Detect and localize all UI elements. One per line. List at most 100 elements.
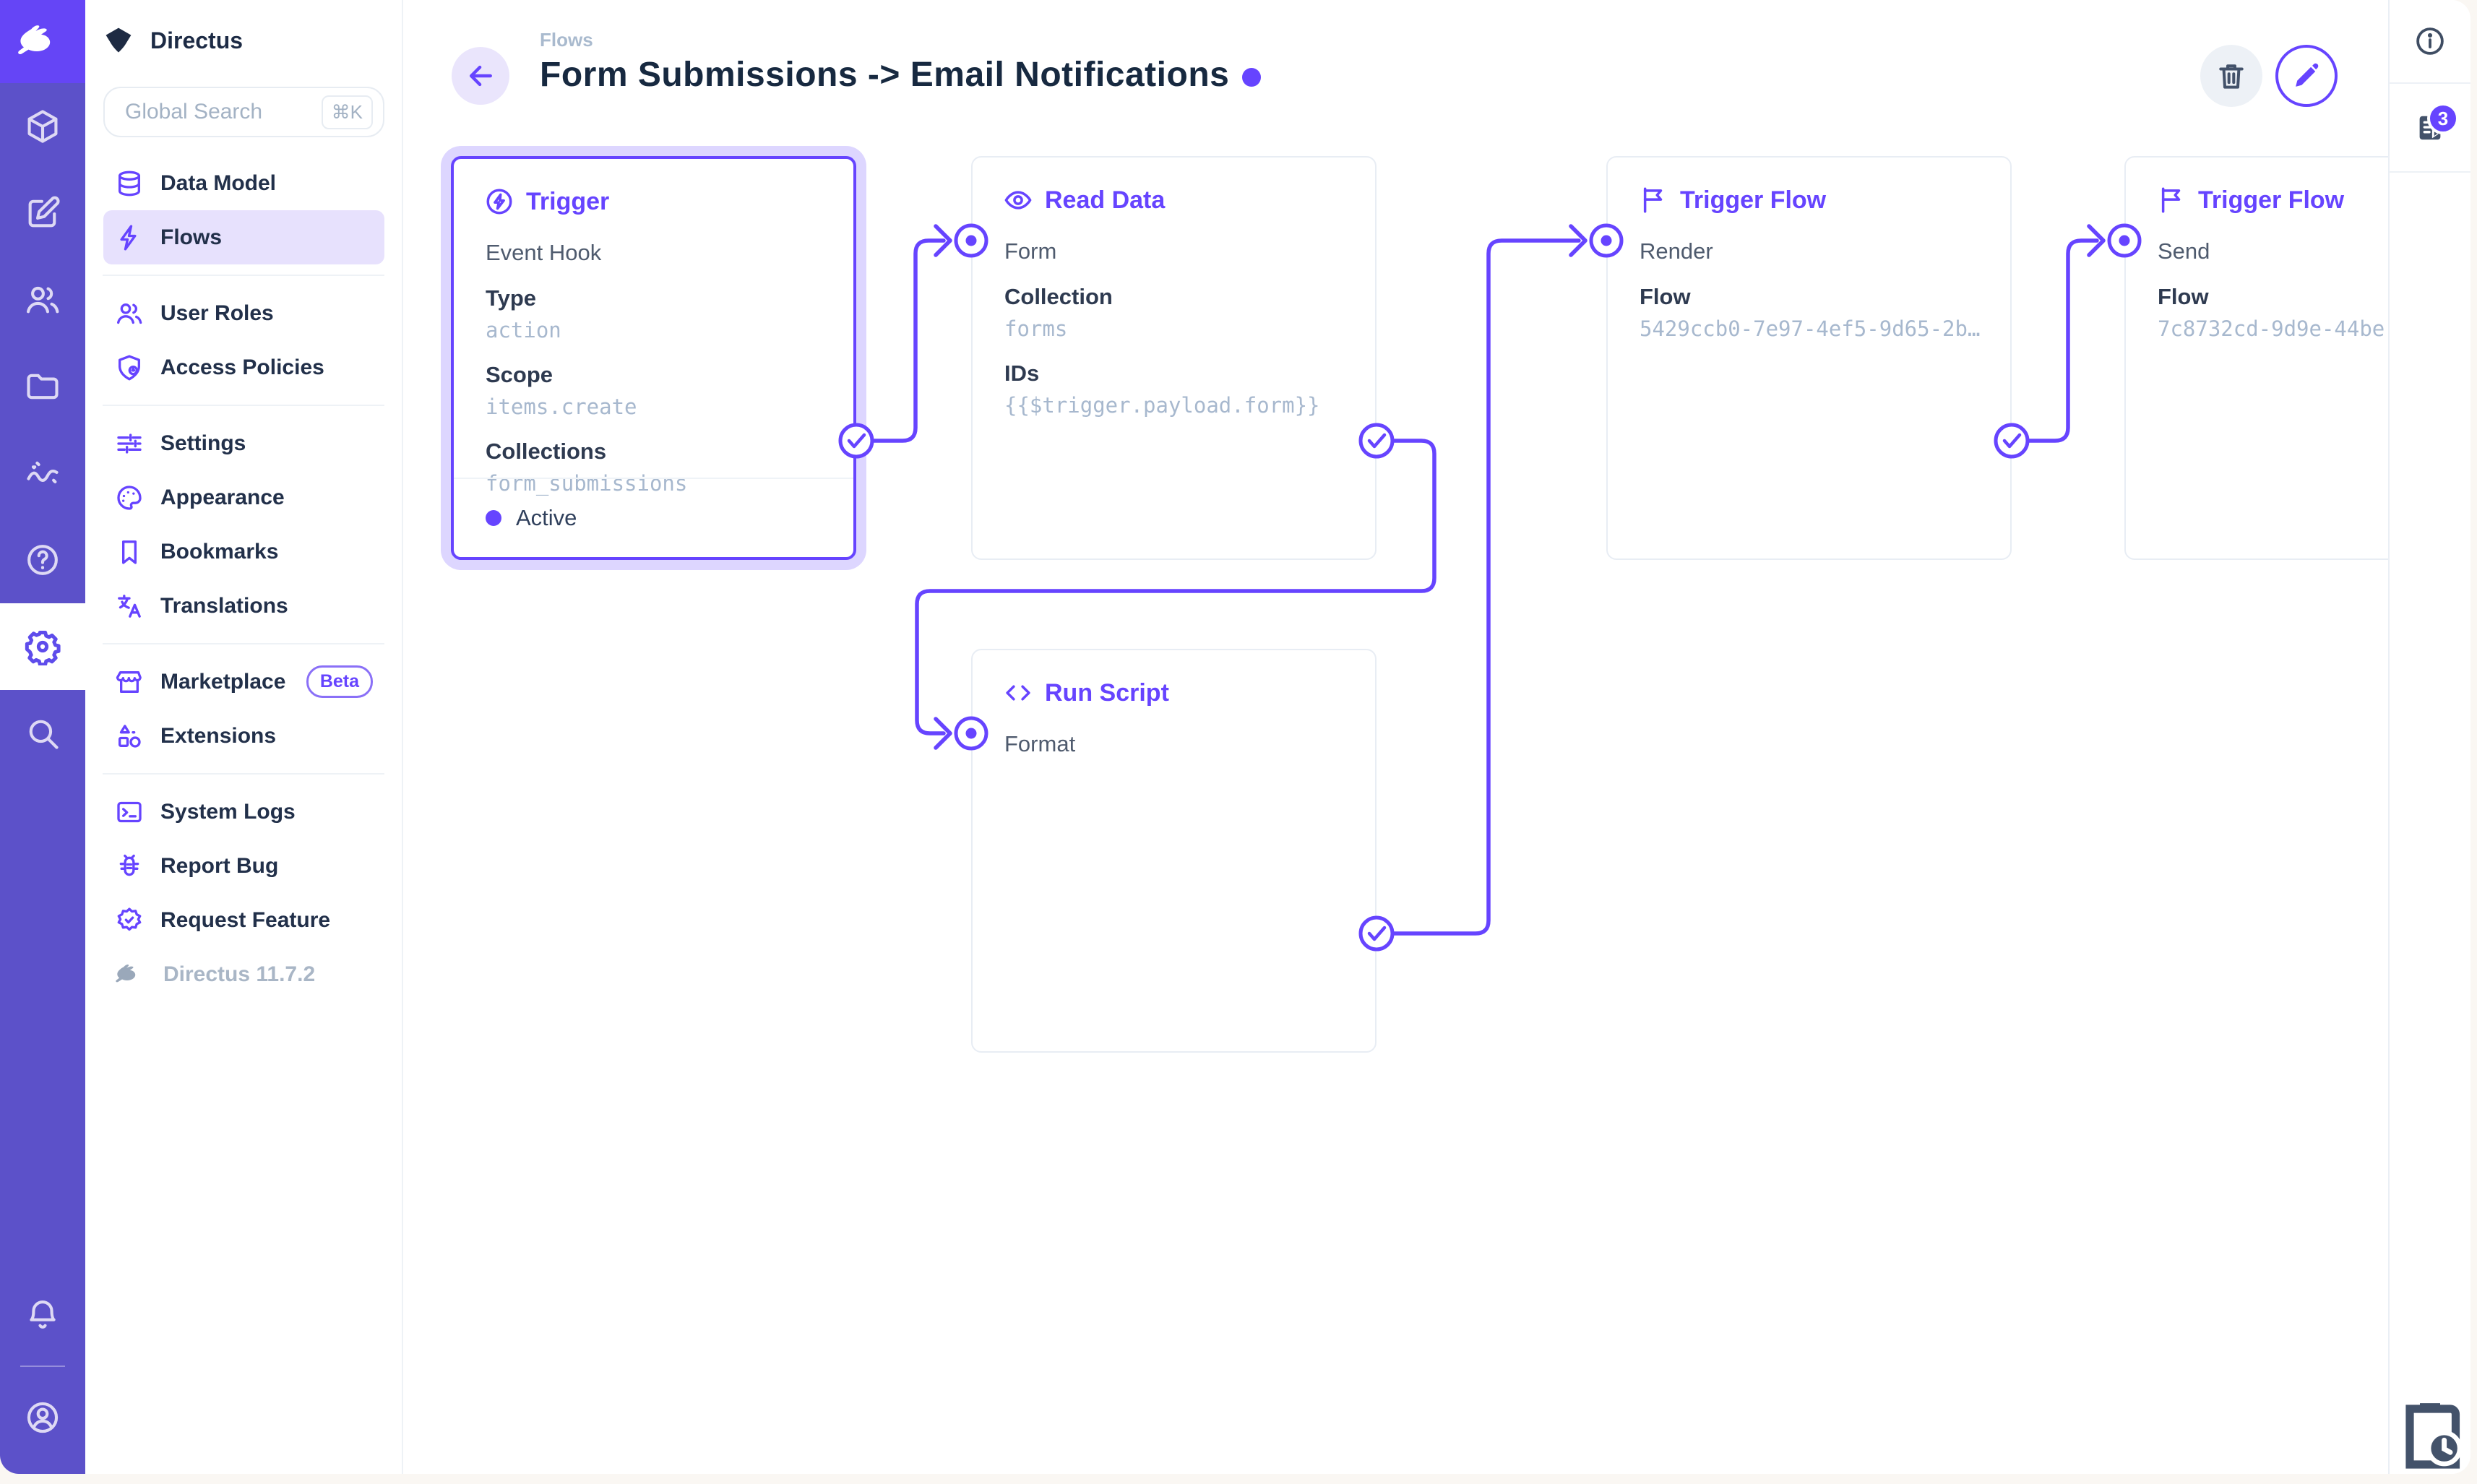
flag-icon [2161, 187, 2181, 213]
database-icon [119, 171, 140, 196]
page-title: Form Submissions -> Email Notifications [540, 56, 1230, 94]
module-settings[interactable] [0, 603, 85, 690]
bell-icon [30, 1300, 56, 1329]
nav-item-appearance[interactable]: Appearance [103, 470, 384, 525]
nav-item-system-logs[interactable]: System Logs [103, 785, 384, 839]
panel-header: Run Script [1003, 678, 1346, 708]
panel-title: Trigger [526, 187, 610, 215]
nav-item-label: Marketplace [160, 669, 286, 694]
field-value: action [486, 318, 561, 342]
field-value: items.create [486, 394, 637, 419]
project-name: Directus [150, 27, 244, 53]
panel-title: Trigger Flow [2198, 186, 2345, 214]
module-editor[interactable] [0, 170, 85, 256]
panel-run-script[interactable]: Run Script Format [971, 649, 1377, 1053]
trigger-status: Active [454, 478, 853, 557]
nav-item-report-bug[interactable]: Report Bug [103, 839, 384, 893]
module-insights[interactable] [0, 430, 85, 517]
search-shortcut: ⌘K [321, 95, 373, 129]
project-chooser[interactable]: Directus [85, 0, 402, 81]
module-docs[interactable] [0, 517, 85, 603]
gear-icon [25, 631, 61, 665]
nav-item-bookmarks[interactable]: Bookmarks [103, 525, 384, 579]
sidebar-pending-tasks-button[interactable] [2390, 1394, 2470, 1474]
translate-icon [118, 594, 141, 618]
tune-icon [117, 433, 142, 454]
notifications-bell[interactable] [0, 1272, 85, 1358]
search-icon [29, 720, 59, 749]
insights-icon [27, 461, 59, 483]
panel-trigger-flow-render[interactable]: Trigger Flow Render Flow 5429ccb0-7e97-4… [1606, 156, 2012, 560]
panel-name: Form [1004, 238, 1057, 264]
directus-logo[interactable] [0, 0, 85, 83]
module-users[interactable] [0, 256, 85, 343]
panel-header: Trigger [484, 186, 824, 217]
module-search[interactable] [0, 690, 85, 777]
panel-read-data[interactable]: Read Data Form Collection forms IDs {{$t… [971, 156, 1377, 560]
nav-item-translations[interactable]: Translations [103, 579, 384, 633]
nav-item-access-policies[interactable]: Access Policies [103, 340, 384, 394]
storefront-icon [116, 670, 142, 693]
module-bar-divider [20, 1366, 65, 1367]
field-label: Type [486, 285, 537, 311]
nav-item-request-feature[interactable]: Request Feature [103, 893, 384, 947]
eye-icon [1004, 191, 1032, 210]
field-value: 5429ccb0-7e97-4ef5-9d65-2b… [1640, 316, 1981, 341]
global-search[interactable]: ⌘K [103, 87, 384, 137]
panel-header: Trigger Flow [2156, 185, 2388, 215]
nav-item-extensions[interactable]: Extensions [103, 709, 384, 763]
user-roles-icon [117, 303, 142, 324]
title-row: Form Submissions -> Email Notifications [540, 55, 1262, 95]
nav-item-label: Flows [160, 225, 223, 249]
edit-flow-button[interactable] [2275, 45, 2338, 107]
panel-header: Trigger Flow [1638, 185, 1981, 215]
nav-item-label: Appearance [160, 485, 285, 509]
nav-item-flows[interactable]: Flows [103, 210, 384, 264]
panel-trigger-flow-send[interactable]: Trigger Flow Send Flow 7c8732cd-9d9e-44b… [2124, 156, 2388, 560]
nav-item-user-roles[interactable]: User Roles [103, 286, 384, 340]
active-status-label: Active [516, 505, 577, 530]
field-value: forms [1004, 316, 1068, 341]
user-avatar[interactable] [0, 1374, 85, 1461]
info-icon [2416, 27, 2444, 55]
nav-divider [103, 405, 384, 406]
project-icon [105, 27, 132, 53]
panel-trigger[interactable]: Trigger Event Hook Type action Scope ite… [451, 156, 856, 560]
module-content[interactable] [0, 83, 85, 170]
module-bar [0, 0, 85, 1474]
field-label: Collections [486, 439, 607, 464]
bug-icon [119, 854, 139, 876]
nav-item-label: Access Policies [160, 355, 324, 379]
sidebar-info-button[interactable] [2390, 0, 2470, 84]
panel-title: Run Script [1045, 678, 1169, 707]
verified-badge-icon [117, 907, 142, 931]
code-icon [1006, 685, 1030, 701]
module-files[interactable] [0, 343, 85, 430]
panel-name: Render [1640, 238, 1713, 264]
nav-item-settings[interactable]: Settings [103, 416, 384, 470]
flow-canvas[interactable]: Flows Form Submissions -> Email Notifica… [403, 0, 2388, 1474]
field-value: 7c8732cd-9d9e-44be [2158, 316, 2385, 341]
folder-icon [27, 374, 59, 400]
nav-item-data-model[interactable]: Data Model [103, 156, 384, 210]
nav-item-label: User Roles [160, 301, 274, 325]
panel-name: Event Hook [486, 240, 602, 265]
nav-item-label: Extensions [160, 723, 277, 748]
back-button[interactable] [452, 47, 509, 105]
field-label: Flow [2158, 284, 2209, 309]
nav-divider [103, 275, 384, 276]
nav-item-label: Data Model [160, 171, 277, 195]
search-input[interactable] [125, 100, 313, 124]
clipboard-clock-icon [2405, 1403, 2463, 1469]
breadcrumb[interactable]: Flows [540, 29, 593, 51]
delete-flow-button[interactable] [2200, 45, 2262, 107]
users-icon [27, 286, 59, 314]
panel-title: Read Data [1045, 186, 1166, 214]
nav-item-label: System Logs [160, 799, 296, 824]
nav-item-marketplace[interactable]: Marketplace Beta [103, 655, 384, 709]
terminal-icon [117, 801, 142, 822]
notification-count-badge: 3 [2427, 103, 2459, 134]
sidebar-logs-button[interactable]: 3 [2390, 84, 2470, 173]
nav-item-label: Settings [160, 431, 246, 455]
nav-item-label: Report Bug [160, 853, 279, 878]
